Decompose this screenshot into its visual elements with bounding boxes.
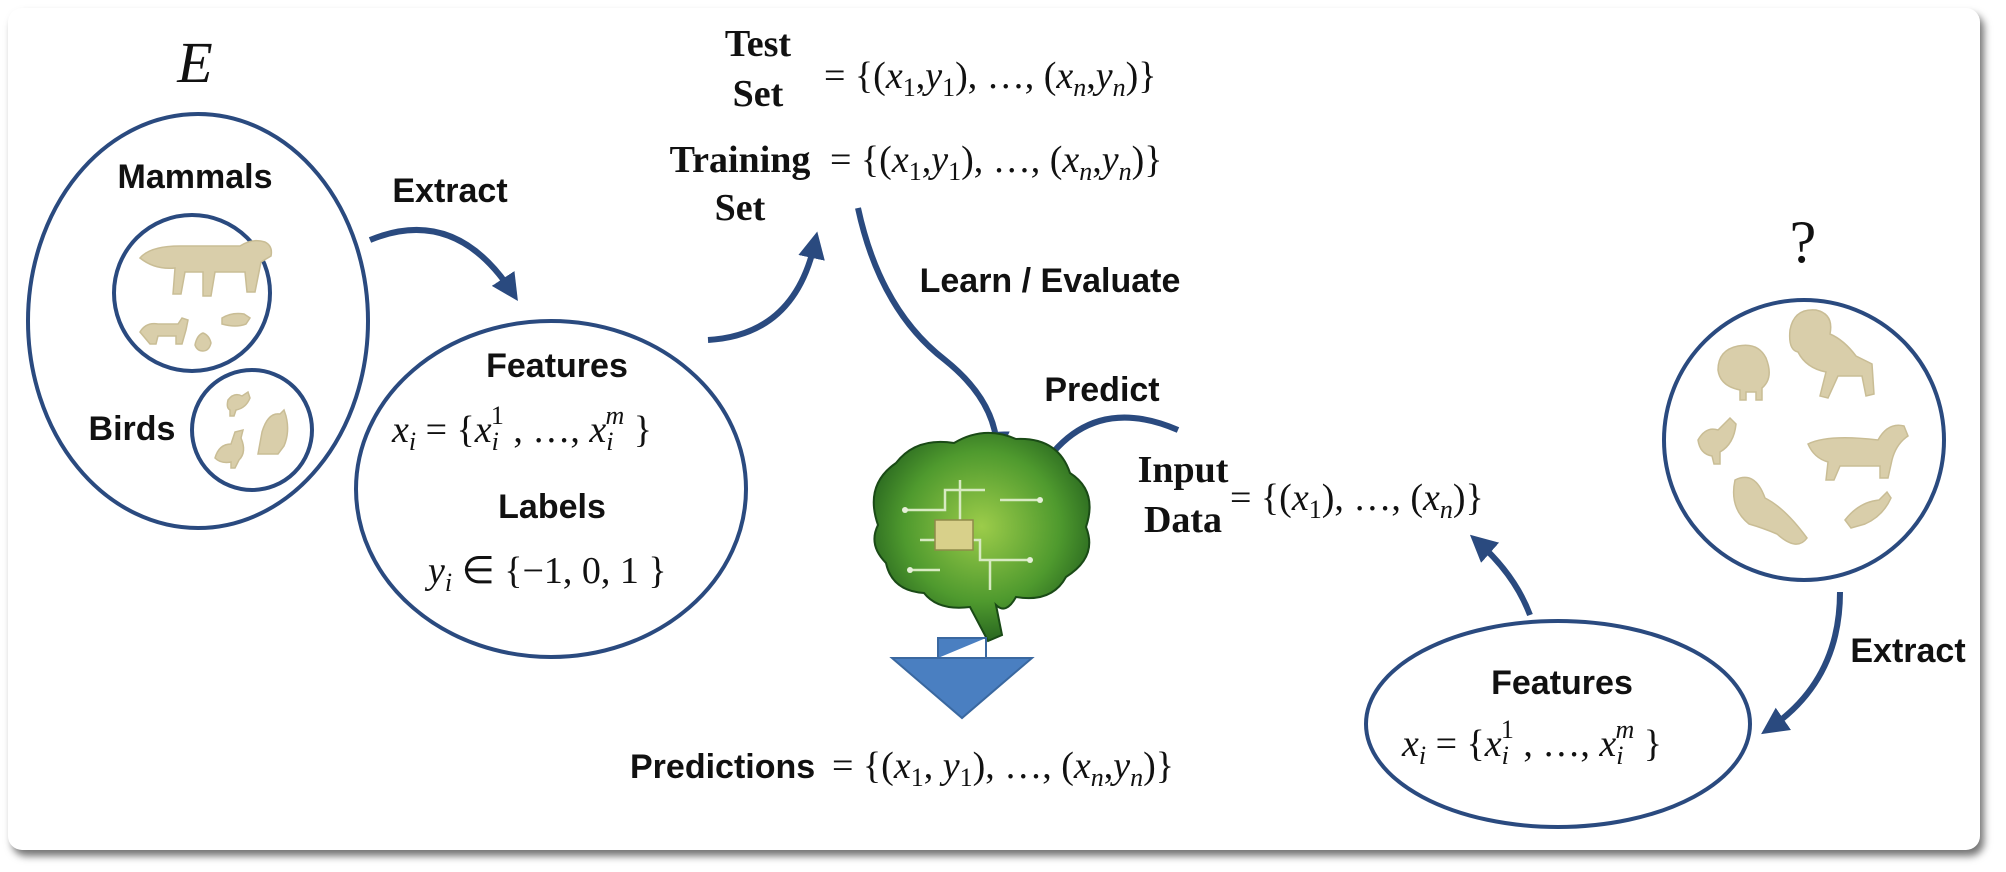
features-ring-right (1364, 619, 1752, 829)
mammal-silhouettes (138, 239, 273, 352)
features-formula-left: xi = {xi1 , …, xim } (391, 401, 652, 456)
extract-label-left: Extract (392, 172, 507, 210)
mammals-label: Mammals (118, 158, 273, 196)
dataset-ring (26, 112, 370, 530)
predictions-formula: = {(x1, y1), …, (xn,yn)} (832, 745, 1174, 792)
mammals-ring (112, 213, 272, 373)
unknown-set-ring (1662, 298, 1946, 582)
input-data-label-line1: Input (1138, 449, 1229, 491)
extract-label-right: Extract (1850, 632, 1965, 670)
test-set-label-line1: Test (725, 23, 792, 65)
test-set-label-line2: Set (733, 73, 784, 115)
training-set-label-line1: Training (670, 139, 811, 181)
input-data-label-line2: Data (1144, 499, 1222, 541)
learn-evaluate-arrow (855, 207, 1010, 459)
to-input-data-arrow (1469, 534, 1533, 617)
extract-arrow-right (1761, 591, 1843, 735)
to-training-arrow (707, 231, 825, 343)
test-set-formula: = {(x1,y1), …, (xn,yn)} (824, 55, 1157, 102)
unknown-question-mark: ? (1790, 209, 1817, 275)
brain-icon (872, 431, 1091, 643)
predictions-label: Predictions (630, 748, 815, 786)
predict-label: Predict (1044, 371, 1159, 409)
bird-silhouettes (214, 390, 289, 469)
features-formula-right: xi = {xi1 , …, xim } (1401, 715, 1662, 770)
birds-ring (190, 368, 314, 492)
training-set-label-line2: Set (715, 187, 766, 229)
labels-label: Labels (498, 488, 606, 526)
dataset-e-label: E (176, 30, 212, 95)
input-data-formula: = {(x1), …, (xn)} (1230, 477, 1484, 524)
features-label-left: Features (486, 347, 628, 385)
learn-evaluate-label: Learn / Evaluate (920, 262, 1181, 300)
down-arrow-icon (889, 637, 1035, 720)
features-labels-ring (354, 319, 748, 659)
labels-formula: yi ∈ {−1, 0, 1 } (424, 550, 667, 597)
birds-label: Birds (89, 410, 176, 448)
extract-arrow-left (368, 226, 518, 302)
features-label-right: Features (1491, 664, 1633, 702)
animal-silhouettes (1697, 309, 1909, 545)
training-set-formula: = {(x1,y1), …, (xn,yn)} (830, 139, 1163, 186)
